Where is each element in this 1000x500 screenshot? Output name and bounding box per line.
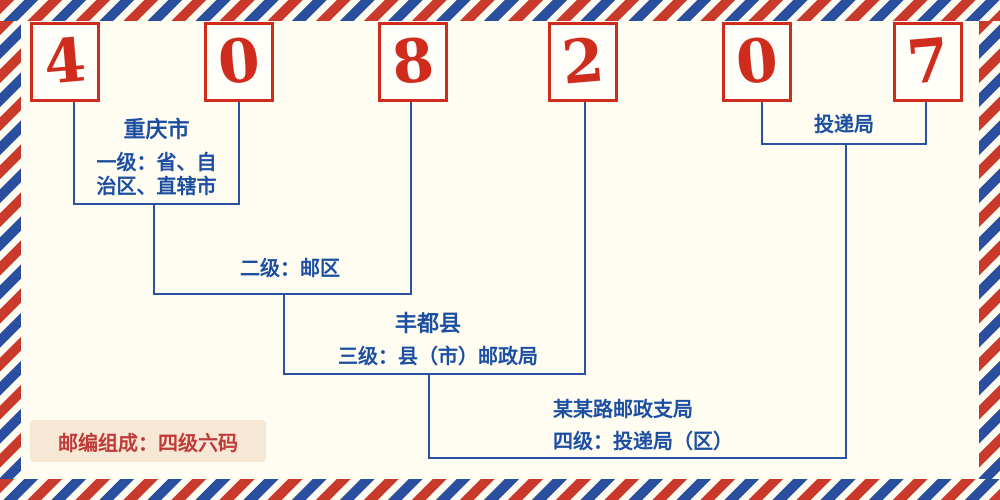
level4-desc-label: 四级：投递局（区） — [553, 429, 733, 453]
level1-bracket-bottom-line — [73, 203, 240, 205]
airmail-border-top — [0, 0, 1000, 21]
delivery-bracket-right-line — [925, 102, 927, 145]
delivery-bracket-left-line — [761, 102, 763, 145]
digit-box-1: 4 — [30, 22, 100, 102]
level1-to-level2-connector — [153, 205, 155, 295]
digit-3: 8 — [389, 25, 437, 99]
level3-digit4-line — [584, 102, 586, 375]
level2-digit3-line — [410, 102, 412, 295]
level2-horizontal-line — [153, 293, 412, 295]
digit-box-2: 0 — [204, 22, 274, 102]
level1-desc-line1-label: 一级：省、自 — [96, 150, 217, 174]
airmail-border-left — [0, 21, 21, 479]
level3-desc-label: 三级：县（市）邮政局 — [338, 344, 538, 368]
level1-place-label: 重庆市 — [123, 118, 190, 143]
digit-1: 4 — [41, 25, 89, 99]
digit-6: 7 — [904, 25, 952, 99]
delivery-bracket-bottom-line — [761, 143, 927, 145]
digit-4: 2 — [559, 25, 607, 99]
airmail-border-bottom — [0, 479, 1000, 500]
level1-desc-line2-label: 治区、直辖市 — [96, 174, 217, 198]
digit-box-4: 2 — [548, 22, 618, 102]
postal-code-composition-note: 邮编组成：四级六码 — [30, 420, 266, 462]
level4-place-label: 某某路邮政支局 — [553, 397, 693, 421]
level2-desc-label: 二级：邮区 — [240, 256, 340, 280]
level1-bracket-right-line — [238, 102, 240, 205]
level3-horizontal-line — [283, 373, 586, 375]
level4-to-delivery-connector — [845, 145, 847, 459]
level3-place-label: 丰都县 — [394, 312, 461, 337]
digit-box-3: 8 — [378, 22, 448, 102]
digit-box-5: 0 — [722, 22, 792, 102]
level4-horizontal-line — [428, 457, 847, 459]
digit-5: 0 — [733, 25, 781, 99]
airmail-border-right — [979, 21, 1000, 479]
level3-to-level4-connector — [428, 375, 430, 459]
digit-2: 0 — [215, 25, 263, 99]
level2-to-level3-connector — [283, 295, 285, 375]
digit-box-6: 7 — [893, 22, 963, 102]
level1-bracket-left-line — [73, 102, 75, 205]
delivery-bureau-label: 投递局 — [814, 112, 874, 136]
